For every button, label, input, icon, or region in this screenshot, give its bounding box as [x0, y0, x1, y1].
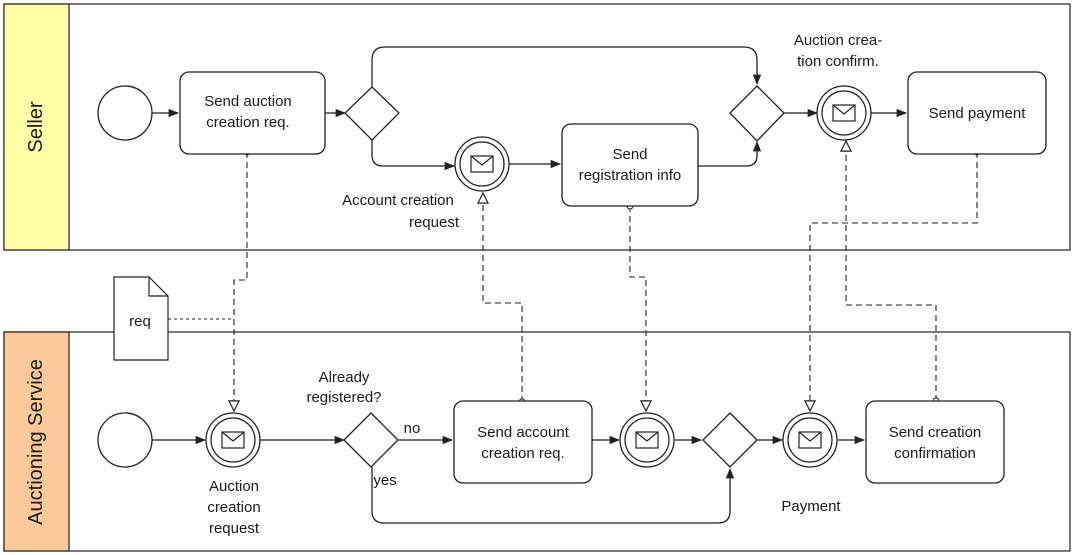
task-send-account-creation-req[interactable]: Send account creation req.	[453, 400, 593, 484]
event-auction-creation-confirm[interactable]	[816, 85, 872, 141]
lane-seller-title: Seller	[25, 101, 47, 152]
service-start-event[interactable]	[97, 412, 153, 468]
data-object-req-label: req	[129, 313, 151, 330]
auction-request-label-line2: creation	[207, 499, 260, 516]
envelope-icon	[221, 431, 245, 449]
event-registration-info-received[interactable]	[619, 412, 675, 468]
already-registered-label-line2: registered?	[306, 389, 381, 406]
task-label: Send payment	[929, 105, 1027, 122]
task-label-line2: creation req.	[481, 445, 564, 462]
seller-gateway-split[interactable]	[344, 86, 400, 141]
lane-service-title: Auctioning Service	[25, 359, 47, 525]
event-payment[interactable]	[782, 412, 838, 468]
envelope-icon	[470, 155, 494, 173]
auction-confirm-label-line2: tion confirm.	[797, 53, 879, 70]
auction-request-label-line3: request	[209, 520, 260, 537]
task-label-line1: Send account	[477, 424, 570, 441]
task-label-line1: Send	[612, 146, 647, 163]
event-account-creation-request[interactable]	[454, 136, 510, 192]
message-flows	[234, 141, 977, 411]
auction-request-label-line1: Auction	[209, 478, 259, 495]
seller-gateway-merge[interactable]	[729, 85, 785, 142]
task-send-registration-info[interactable]: Send registration info	[561, 123, 699, 207]
envelope-icon	[635, 431, 659, 449]
envelope-icon	[798, 431, 822, 449]
task-send-auction-creation-req[interactable]: Send auction creation req.	[179, 71, 326, 155]
already-registered-label-line1: Already	[319, 369, 370, 386]
yes-label: yes	[373, 472, 396, 489]
data-object-req[interactable]: req	[113, 276, 169, 361]
task-send-payment[interactable]: Send payment	[907, 71, 1047, 155]
payment-label: Payment	[781, 498, 841, 515]
gateway-already-registered[interactable]	[343, 412, 399, 468]
lane-service-header	[3, 331, 70, 552]
envelope-icon	[832, 104, 856, 122]
task-label-line1: Send creation	[889, 424, 982, 441]
task-label-line2: confirmation	[894, 445, 976, 462]
event-auction-creation-request[interactable]	[205, 412, 261, 468]
task-label-line1: Send auction	[204, 93, 292, 110]
account-creation-label-line2: request	[409, 214, 460, 231]
auction-confirm-label-line1: Auction crea-	[794, 32, 882, 49]
task-label-line2: creation req.	[206, 114, 289, 131]
no-label: no	[404, 420, 421, 437]
task-label-line2: registration info	[579, 167, 682, 184]
sequence-flows	[152, 46, 908, 524]
lane-seller-header	[3, 3, 70, 251]
account-creation-label-line1: Account creation	[342, 192, 454, 209]
service-gateway-merge[interactable]	[702, 412, 758, 468]
task-send-creation-confirmation[interactable]: Send creation confirmation	[865, 400, 1005, 484]
seller-start-event[interactable]	[97, 85, 153, 141]
